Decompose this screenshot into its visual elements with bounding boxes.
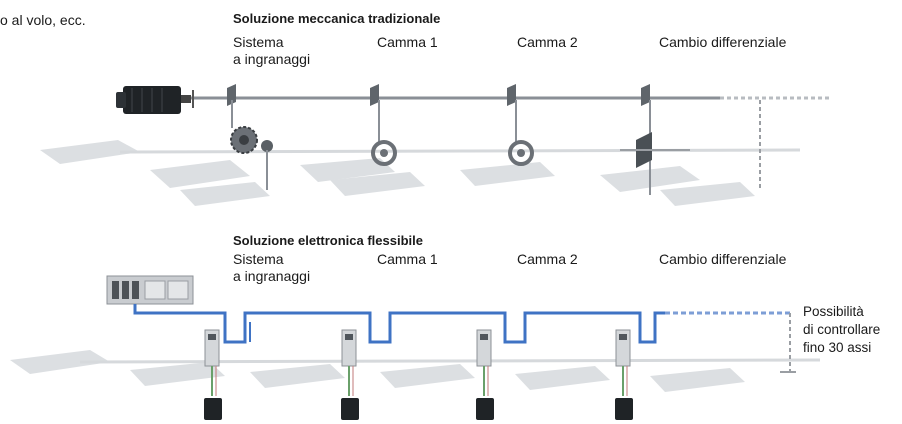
electronic-drive-diagram xyxy=(10,275,821,420)
motor-icon xyxy=(116,86,191,114)
electronic-title: Soluzione elettronica flessibile xyxy=(233,233,423,248)
mechanical-differential-label: Cambio differenziale xyxy=(659,34,787,50)
servo-motor-4-icon xyxy=(615,398,633,420)
motion-controller-icon xyxy=(106,275,194,305)
ghost-shaft xyxy=(119,148,801,154)
ghost-shaft-electronic xyxy=(79,358,821,364)
fieldbus-cable xyxy=(133,304,665,344)
intro-fragment: o al volo, ecc. xyxy=(0,12,86,28)
electronic-cam2-label: Camma 2 xyxy=(517,251,578,267)
servo-motor-1-icon xyxy=(204,398,222,420)
mechanical-gear-system-label: Sistema a ingranaggi xyxy=(233,34,311,67)
servo-motor-3-icon xyxy=(476,398,494,420)
electronic-differential-label: Cambio differenziale xyxy=(659,251,787,267)
mechanical-cam1-label: Camma 1 xyxy=(377,34,438,50)
cam-2-icon xyxy=(507,84,534,166)
machine-shadow-electronic xyxy=(10,350,745,392)
gearbox-icon xyxy=(227,84,273,190)
mechanical-drive-diagram xyxy=(40,84,830,206)
mechanical-cam2-label: Camma 2 xyxy=(517,34,578,50)
servo-drive-4 xyxy=(615,329,633,420)
servo-drive-2 xyxy=(341,329,359,420)
differential-gearbox-icon xyxy=(620,84,690,195)
servo-drive-1 xyxy=(204,329,222,420)
electronic-gear-system-label: Sistema a ingranaggi xyxy=(233,251,311,284)
servo-drive-3 xyxy=(476,329,494,420)
mechanical-title: Soluzione meccanica tradizionale xyxy=(233,11,441,26)
electronic-cam1-label: Camma 1 xyxy=(377,251,438,267)
servo-motor-2-icon xyxy=(341,398,359,420)
cam-1-icon xyxy=(370,84,397,166)
axes-capacity-note: Possibilità di controllare fino 30 assi xyxy=(803,304,881,355)
